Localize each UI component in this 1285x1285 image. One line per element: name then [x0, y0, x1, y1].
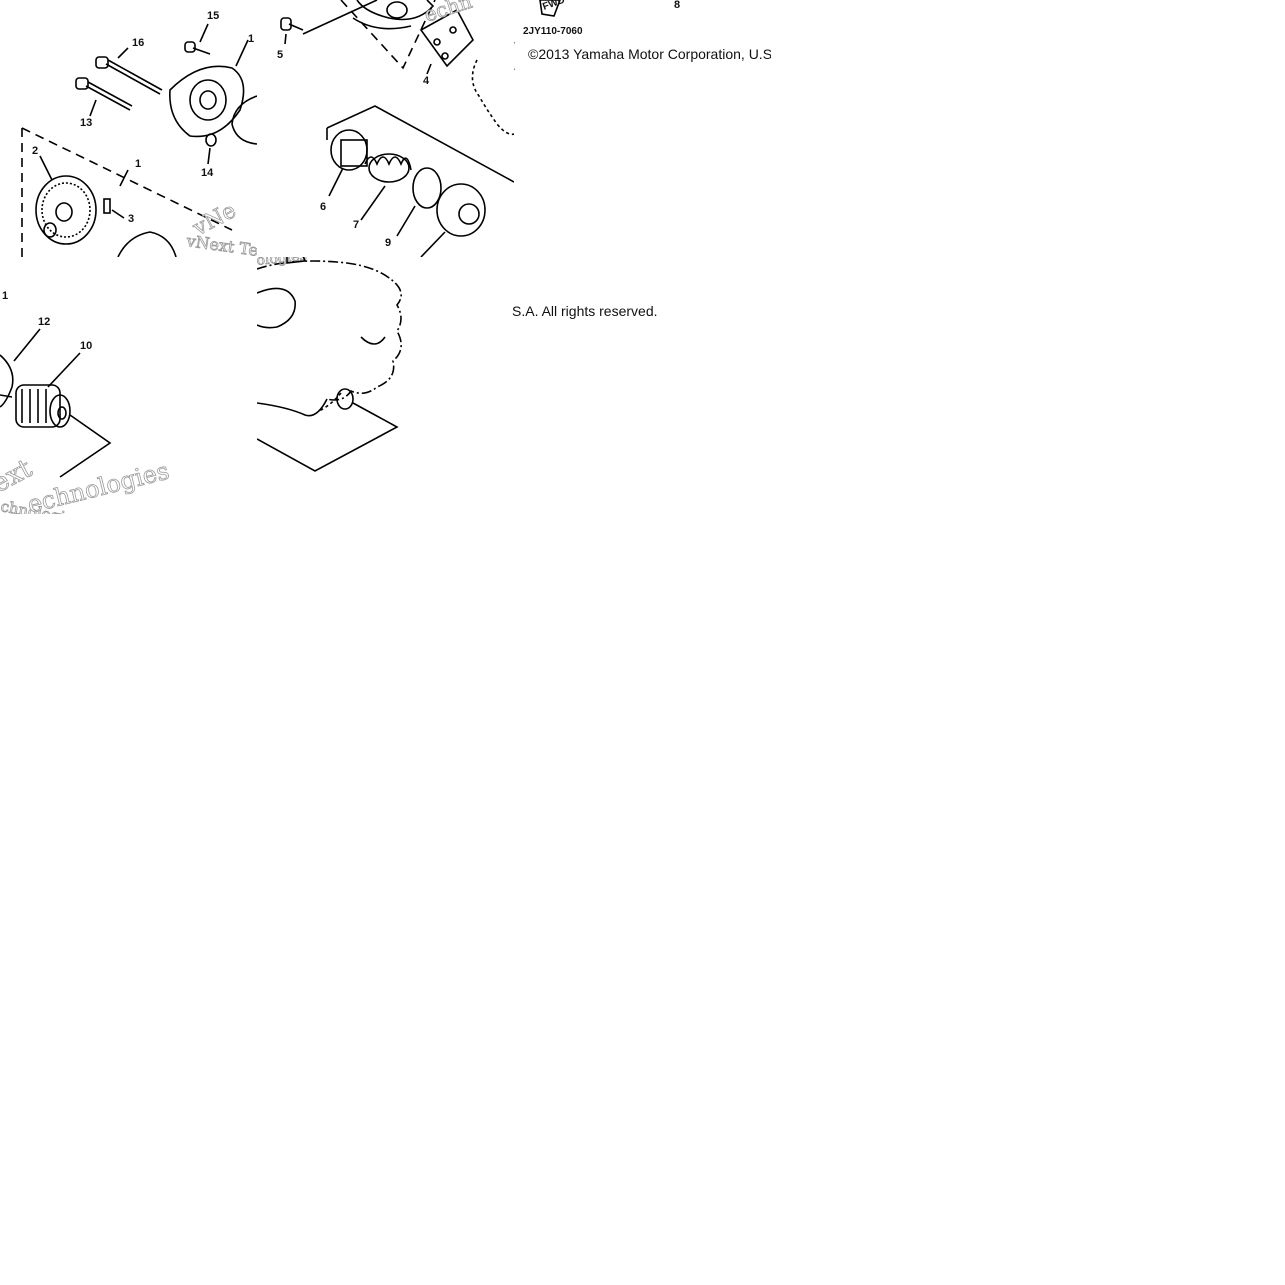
diagram-tile-strainer: 5 4 6 — [257, 0, 514, 257]
callout-14: 14 — [201, 167, 214, 179]
watermark-top-middle: echn — [421, 0, 475, 27]
pump-cover: 1 — [169, 33, 254, 138]
crankcase-drawing: ologies — [257, 257, 402, 472]
callout-3: 3 — [128, 213, 134, 225]
callout-6: 6 — [320, 201, 326, 213]
callout-2: 2 — [32, 145, 38, 157]
oil-filter-drawing: 1 12 10 ext chnologies echnologies — [0, 290, 172, 514]
drive-gear: 2 — [32, 145, 97, 245]
strainer-6: 6 — [320, 129, 368, 213]
pin-3: 3 — [103, 198, 134, 225]
watermark-bottom-left-3: echnologies — [25, 457, 172, 514]
o-ring-9: 9 — [385, 167, 442, 249]
fwd-label: FWD — [541, 0, 566, 13]
callout-13: 13 — [80, 117, 92, 129]
bolt-5: 5 — [277, 17, 304, 61]
diagram-tile-header: FWD 8 2JY110-7060 — [514, 0, 771, 72]
pump-rotor — [352, 0, 435, 30]
diagram-tile-oil-pump: 16 13 15 1 14 — [0, 0, 257, 257]
callout-4: 4 — [423, 75, 430, 87]
gasket-4: 4 — [419, 8, 474, 87]
bolt-13: 13 — [75, 77, 133, 129]
crankcase-outline — [257, 260, 402, 417]
oil-pump-drawing: 16 13 15 1 14 — [21, 10, 257, 257]
copyright-line-2: S.A. All rights reserved. — [512, 303, 658, 319]
copyright-line-1: ©2013 Yamaha Motor Corporation, U.S — [528, 46, 771, 62]
bolt-16: 16 — [95, 37, 163, 95]
callout-15: 15 — [207, 10, 219, 22]
callout-10: 10 — [80, 340, 92, 352]
callout-1-left: 1 — [2, 290, 8, 302]
o-ring-12: 12 — [0, 316, 50, 408]
callout-7: 7 — [353, 219, 359, 231]
callout-5: 5 — [277, 49, 283, 61]
callout-9: 9 — [385, 237, 391, 249]
watermark-bottom-right: ologies — [257, 257, 307, 269]
header-drawing: FWD 8 2JY110-7060 — [514, 0, 680, 70]
fwd-arrow: FWD — [539, 0, 566, 17]
drain-plug-8 — [420, 183, 486, 257]
diagram-tile-oil-filter: 1 12 10 ext chnologies echnologies — [0, 257, 257, 514]
spring-7: 7 — [353, 153, 412, 231]
strainer-drawing: 5 4 6 — [277, 0, 514, 257]
callout-12: 12 — [38, 316, 50, 328]
o-ring-14: 14 — [201, 133, 217, 179]
oil-filter-10: 10 — [15, 340, 92, 428]
bolt-15: 15 — [184, 10, 219, 55]
callout-1-mid: 1 — [135, 158, 141, 170]
diagram-tile-crankcase: ologies — [257, 257, 514, 514]
callout-16: 16 — [132, 37, 144, 49]
o-ring-edge — [231, 95, 257, 145]
callout-8: 8 — [674, 0, 680, 11]
watermark-top-left: vNext Tec — [184, 231, 257, 257]
diagram-code: 2JY110-7060 — [523, 26, 583, 37]
callout-1-top: 1 — [248, 33, 254, 45]
